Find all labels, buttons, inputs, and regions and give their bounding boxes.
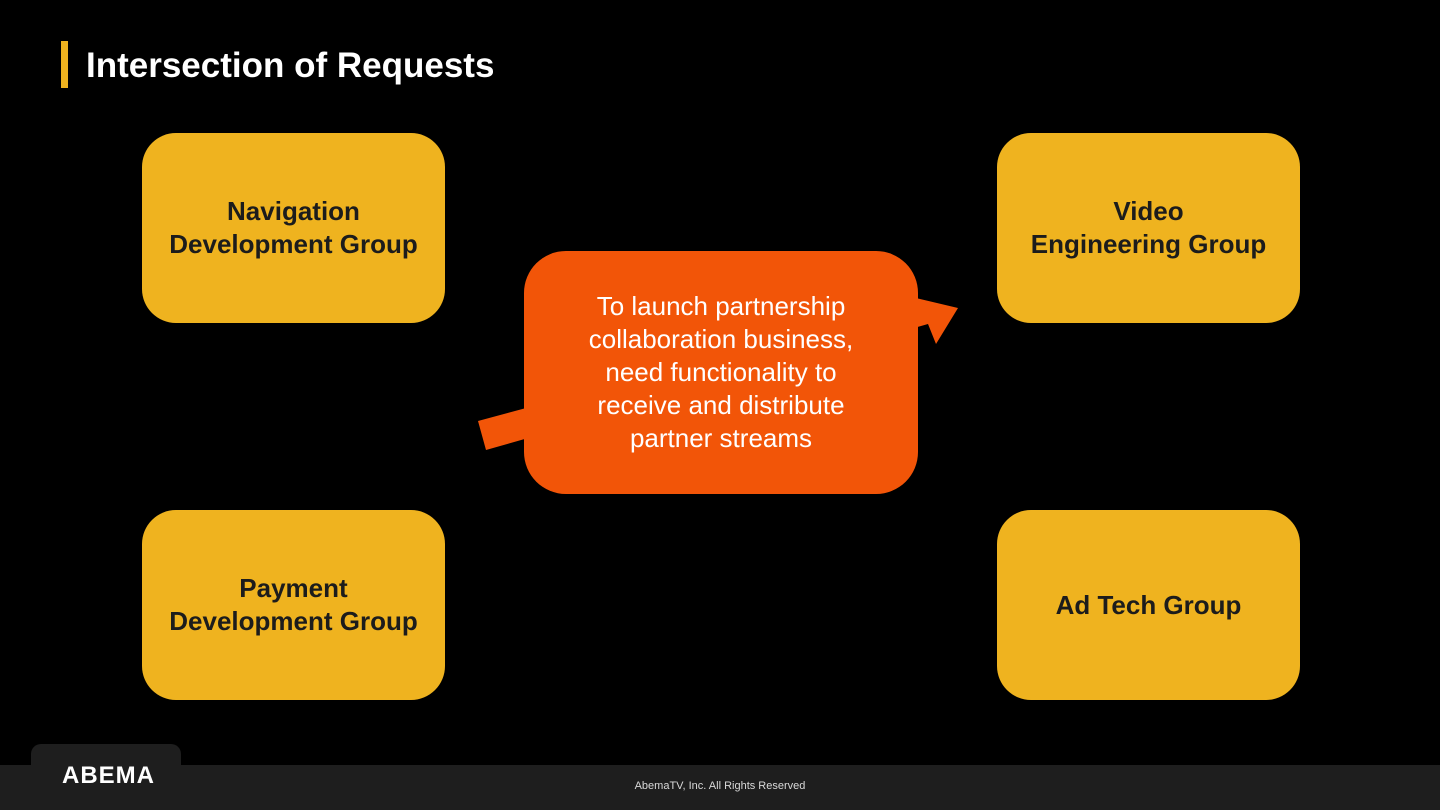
video-group-label: Video Engineering Group: [1030, 196, 1267, 259]
payment-group-label: Payment Development Group: [169, 573, 418, 636]
page-title: Intersection of Requests: [86, 46, 495, 85]
footer-bar: [0, 765, 1440, 810]
navigation-development-group-box: Navigation Development Group: [142, 133, 445, 323]
copyright-text: AbemaTV, Inc. All Rights Reserved: [634, 780, 806, 792]
title-accent-bar: [61, 41, 68, 88]
logo-tab: [31, 744, 181, 810]
request-callout: To launch partnership collaboration busi…: [524, 251, 918, 494]
video-engineering-group-box: Video Engineering Group: [997, 133, 1300, 323]
navigation-group-label: Navigation Development Group: [169, 196, 418, 259]
ad-tech-group-box: Ad Tech Group: [997, 510, 1300, 700]
callout-text: To launch partnership collaboration busi…: [588, 291, 854, 453]
abema-logo: ABEMA: [62, 762, 155, 789]
adtech-group-label: Ad Tech Group: [1055, 589, 1242, 620]
payment-development-group-box: Payment Development Group: [142, 510, 445, 700]
